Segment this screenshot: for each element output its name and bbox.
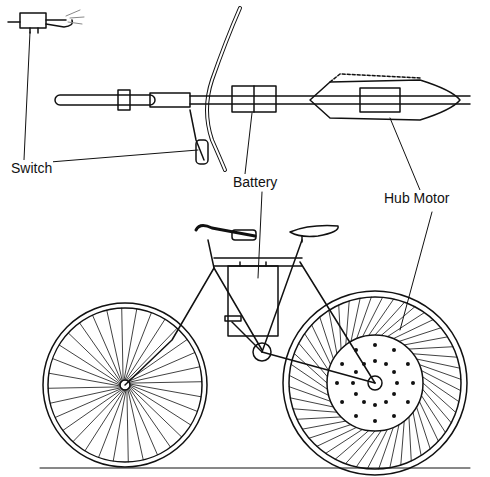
part-label: Battery: [232, 174, 278, 190]
ground-line: [40, 468, 470, 469]
leader-lines: [24, 32, 432, 330]
part-label: Hub Motor: [383, 190, 450, 206]
switch-detail: [8, 10, 84, 33]
top-view: [55, 8, 470, 170]
part-label: Switch: [10, 160, 53, 176]
frame: [125, 225, 375, 385]
